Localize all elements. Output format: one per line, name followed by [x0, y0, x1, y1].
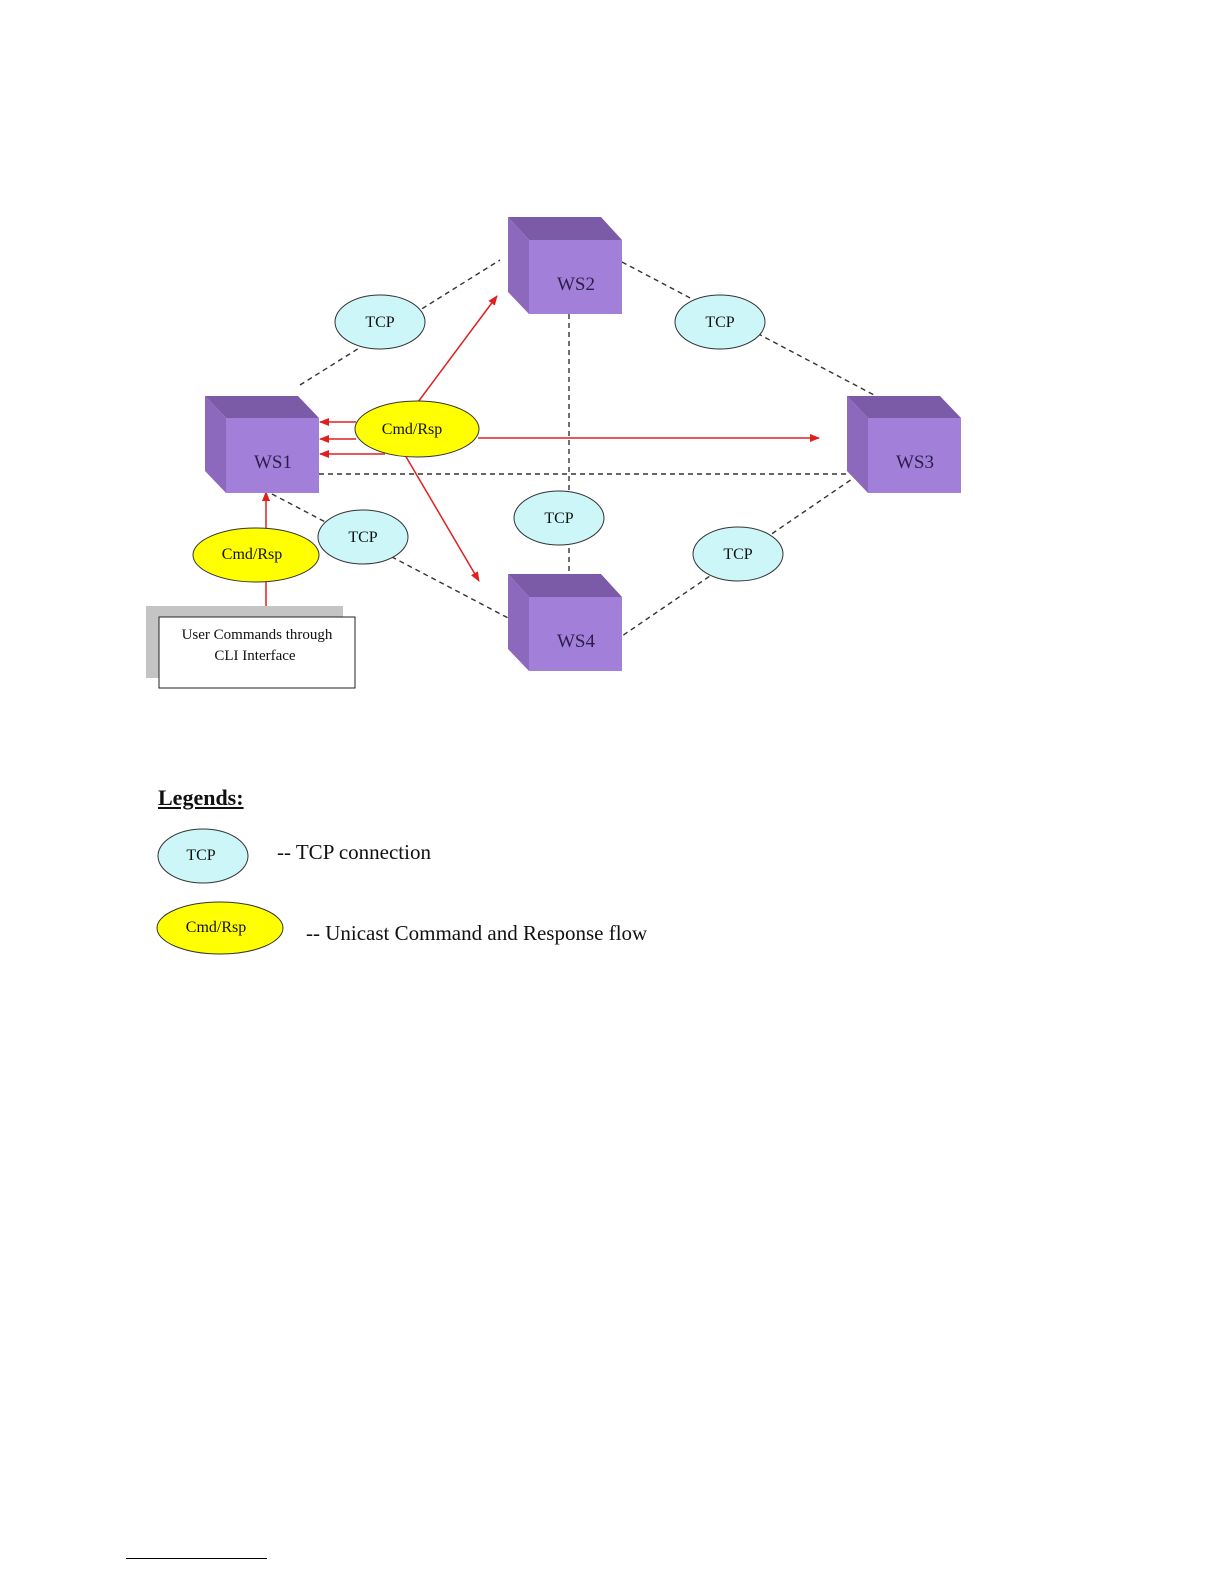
node-ws3: WS3: [847, 396, 961, 493]
svg-text:TCP: TCP: [705, 314, 734, 331]
node-ws2: WS2: [508, 217, 622, 314]
svg-text:TCP: TCP: [544, 510, 573, 527]
legend-tcp-text: -- TCP connection: [277, 840, 431, 865]
tcp-ellipse-ws1-ws4: TCP: [318, 510, 408, 564]
svg-text:TCP: TCP: [348, 529, 377, 546]
tcp-ellipse-ws1-ws2: TCP: [335, 295, 425, 349]
tcp-ellipse-ws2-ws3: TCP: [675, 295, 765, 349]
node-label-ws4: WS4: [557, 631, 596, 652]
cli-line-1: User Commands through: [182, 627, 333, 643]
legend-cmd-text: -- Unicast Command and Response flow: [306, 921, 647, 946]
tcp-ellipse-ws2-ws4: TCP: [514, 491, 604, 545]
svg-text:TCP: TCP: [186, 847, 215, 864]
legend-cmd-symbol: Cmd/Rsp: [157, 902, 283, 954]
svg-text:Cmd/Rsp: Cmd/Rsp: [222, 546, 282, 563]
cmd-ellipse-cli: Cmd/Rsp: [193, 528, 319, 582]
node-label-ws2: WS2: [557, 274, 595, 295]
legend-tcp-symbol: TCP: [158, 829, 248, 883]
legend-title: Legends:: [158, 785, 244, 811]
svg-text:TCP: TCP: [365, 314, 394, 331]
footnote-rule: [126, 1558, 267, 1559]
svg-text:Cmd/Rsp: Cmd/Rsp: [186, 919, 246, 936]
svg-text:TCP: TCP: [723, 546, 752, 563]
node-ws1: WS1: [205, 396, 319, 493]
arrow-to-ws2: [418, 296, 497, 402]
cli-line-2: CLI Interface: [214, 648, 296, 664]
tcp-ellipse-ws3-ws4: TCP: [693, 527, 783, 581]
node-ws4: WS4: [508, 574, 622, 671]
node-label-ws3: WS3: [896, 452, 934, 473]
cmd-ellipse-center: Cmd/Rsp: [355, 401, 479, 457]
node-label-ws1: WS1: [254, 452, 292, 473]
svg-text:Cmd/Rsp: Cmd/Rsp: [382, 421, 442, 438]
cli-box: User Commands through CLI Interface: [146, 606, 355, 688]
